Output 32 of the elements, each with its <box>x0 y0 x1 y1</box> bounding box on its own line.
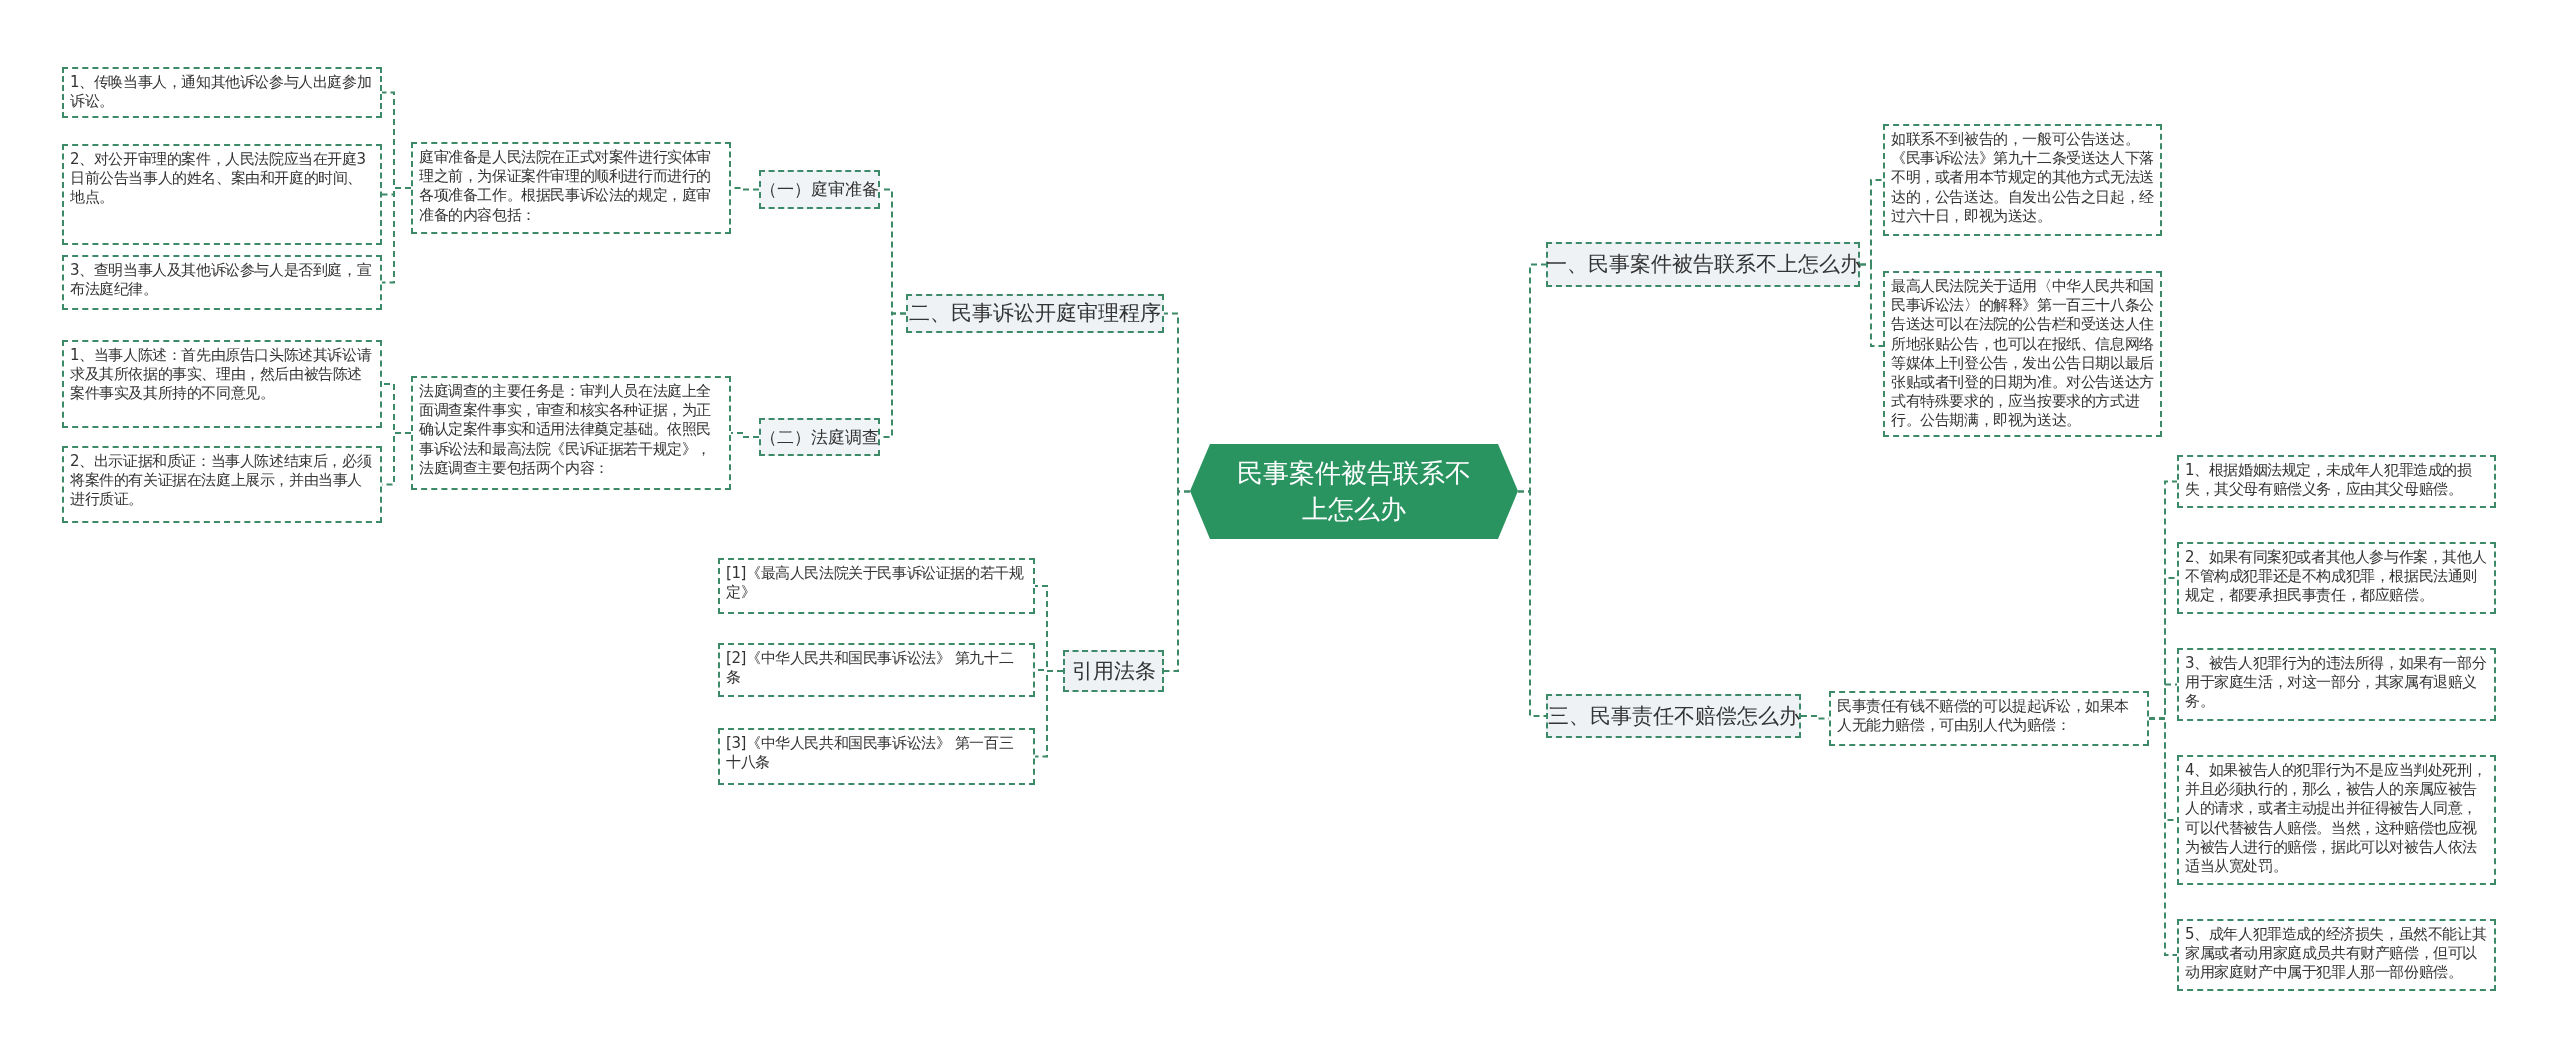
text-box: 民事责任有钱不赔偿的可以提起诉讼，如果本人无能力赔偿，可由别人代为赔偿： <box>1829 691 2149 746</box>
text-box: 2、出示证据和质证：当事人陈述结束后，必须将案件的有关证据在法庭上展示，并由当事人进行质证。 <box>62 446 382 523</box>
text-box: 5、成年人犯罪造成的经济损失，虽然不能让其家属或者动用家庭成员共有财产赔偿，但可以动用家庭财产中属于犯罪人那一部份赔偿。 <box>2177 919 2496 991</box>
text-box: 2、对公开审理的案件，人民法院应当在开庭3日前公告当事人的姓名、案由和开庭的时间、地点。 <box>62 144 382 245</box>
connector-line <box>1034 670 1064 758</box>
central-topic: 民事案件被告联系不上怎么办 <box>1190 444 1518 539</box>
connector-line <box>1517 490 1547 717</box>
text-box: 2、如果有同案犯或者其他人参与作案，其他人不管构成犯罪还是不构成犯罪，根据民法通则规定，都要承担民事责任，都应赔偿。 <box>2177 542 2496 614</box>
text-box: 1、当事人陈述：首先由原告口头陈述其诉讼请求及其所依据的事实、理由，然后由被告陈述案件事实及其所持的不同意见。 <box>62 340 382 428</box>
text-box: [1]《最高人民法院关于民事诉讼证据的若干规定》 <box>718 558 1035 614</box>
subtopic-box: （一）庭审准备 <box>759 170 880 209</box>
text-box: [2]《中华人民共和国民事诉讼法》 第九十二条 <box>718 643 1035 697</box>
text-box: 最高人民法院关于适用〈中华人民共和国民事诉讼法〉的解释》第一百三十八条公告送达可以在法院的公告栏和受送达人住所地张贴公告，也可以在报纸、信息网络等媒体上刊登公告，发出公告日期以最后张贴或者刊登的日期为准。对公告送达方式有特殊要求的，应当按要求的方式进行。公告期满，即视为送达。 <box>1883 271 2162 437</box>
text-box: 3、查明当事人及其他诉讼参与人是否到庭，宣布法庭纪律。 <box>62 255 382 310</box>
connector-line <box>2148 717 2178 956</box>
topic-box: 二、民事诉讼开庭审理程序 <box>906 294 1164 333</box>
text-box: 4、如果被告人的犯罪行为不是应当判处死刑，并且必须执行的，那么，被告人的亲属应被告人的请求，或者主动提出并征得被告人同意，可以代替被告人赔偿。当然，这种赔偿也应视为被告人进行的赔偿，据此可以对被告人依法适当从宽处罚。 <box>2177 755 2496 885</box>
subtopic-box: （二）法庭调查 <box>759 418 880 456</box>
topic-box: 引用法条 <box>1063 650 1164 692</box>
text-box: [3]《中华人民共和国民事诉讼法》 第一百三十八条 <box>718 728 1035 785</box>
text-box: 如联系不到被告的，一般可公告送达。《民事诉讼法》第九十二条受送达人下落不明，或者用本节规定的其他方式无法送达的，公告送达。自发出公告之日起，经过六十日，即视为送达。 <box>1883 124 2162 236</box>
text-box: 庭审准备是人民法院在正式对案件进行实体审理之前，为保证案件审理的顺利进行而进行的各项准备工作。根据民事诉讼法的规定，庭审准备的内容包括： <box>411 142 731 234</box>
connector-line <box>730 432 760 438</box>
text-box: 1、根据婚姻法规定，未成年人犯罪造成的损失，其父母有赔偿义务，应由其父母赔偿。 <box>2177 455 2496 508</box>
text-box: 1、传唤当事人，通知其他诉讼参与人出庭参加诉讼。 <box>62 67 382 118</box>
connector-line <box>1859 263 1884 347</box>
text-box: 法庭调查的主要任务是：审判人员在法庭上全面调查案件事实，审查和核实各种证据，为正确认定案件事实和适用法律奠定基础。依照民事诉讼法和最高法院《民诉证据若干规定》，法庭调查主要包括两个内容： <box>411 376 731 490</box>
text-box: 3、被告人犯罪行为的违法所得，如果有一部分用于家庭生活，对这一部分，其家属有退赔义务。 <box>2177 648 2496 721</box>
connector-line <box>1163 490 1191 672</box>
connector-line <box>381 187 412 284</box>
topic-box: 一、民事案件被告联系不上怎么办 <box>1546 242 1860 287</box>
topic-box: 三、民事责任不赔偿怎么办 <box>1546 694 1801 738</box>
